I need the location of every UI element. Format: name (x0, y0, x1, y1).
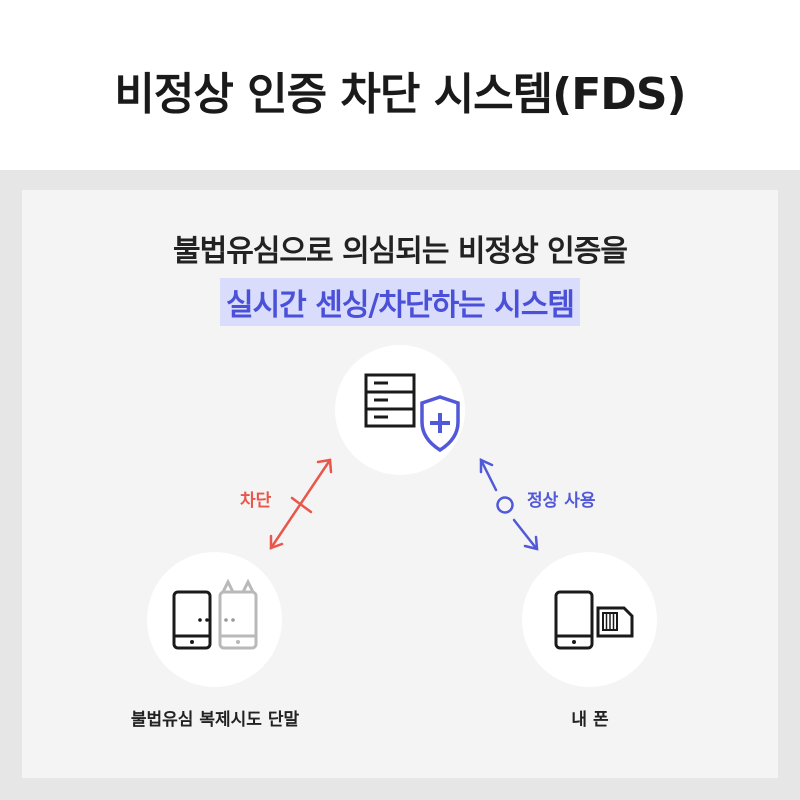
headline: 불법유심으로 의심되는 비정상 인증을 (173, 234, 628, 269)
server-shield-icon (364, 373, 460, 453)
my-phone-node (522, 552, 657, 687)
illegal-device-label: 불법유심 복제시도 단말 (130, 710, 300, 730)
normal-use-label: 정상 사용 (527, 491, 596, 511)
my-phone-label: 내 폰 (571, 710, 609, 730)
illegal-device-node (147, 552, 282, 687)
blocked-arrow (269, 458, 333, 550)
normal-arrow (479, 458, 539, 551)
blocked-label: 차단 (240, 491, 272, 511)
cloned-phones-icon (172, 578, 258, 650)
phone-sim-icon (554, 590, 634, 650)
highlight-text: 실시간 센싱/차단하는 시스템 (219, 278, 581, 326)
page-title: 비정상 인증 차단 시스템(FDS) (114, 69, 686, 120)
